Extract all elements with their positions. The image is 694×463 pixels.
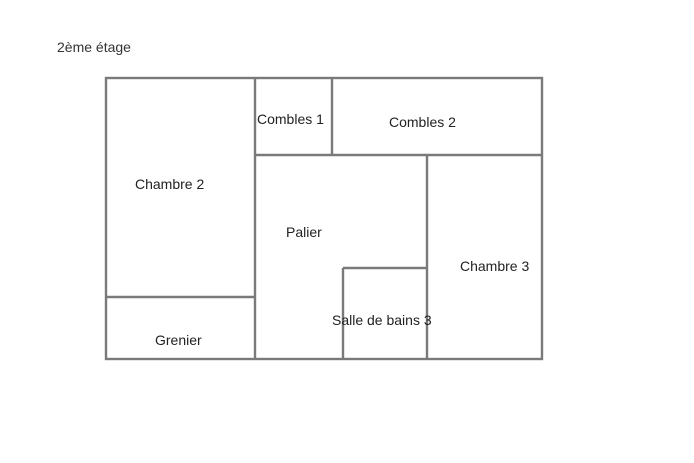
room-label-combles-1: Combles 1	[257, 111, 324, 127]
room-label-chambre-2: Chambre 2	[135, 176, 204, 192]
room-label-combles-2: Combles 2	[389, 114, 456, 130]
room-label-palier: Palier	[286, 224, 322, 240]
floor-title: 2ème étage	[57, 39, 131, 55]
room-label-salle-de-bains-3: Salle de bains 3	[332, 312, 432, 328]
room-label-chambre-3: Chambre 3	[460, 258, 529, 274]
outer-wall	[104, 76, 544, 361]
room-label-grenier: Grenier	[155, 332, 202, 348]
